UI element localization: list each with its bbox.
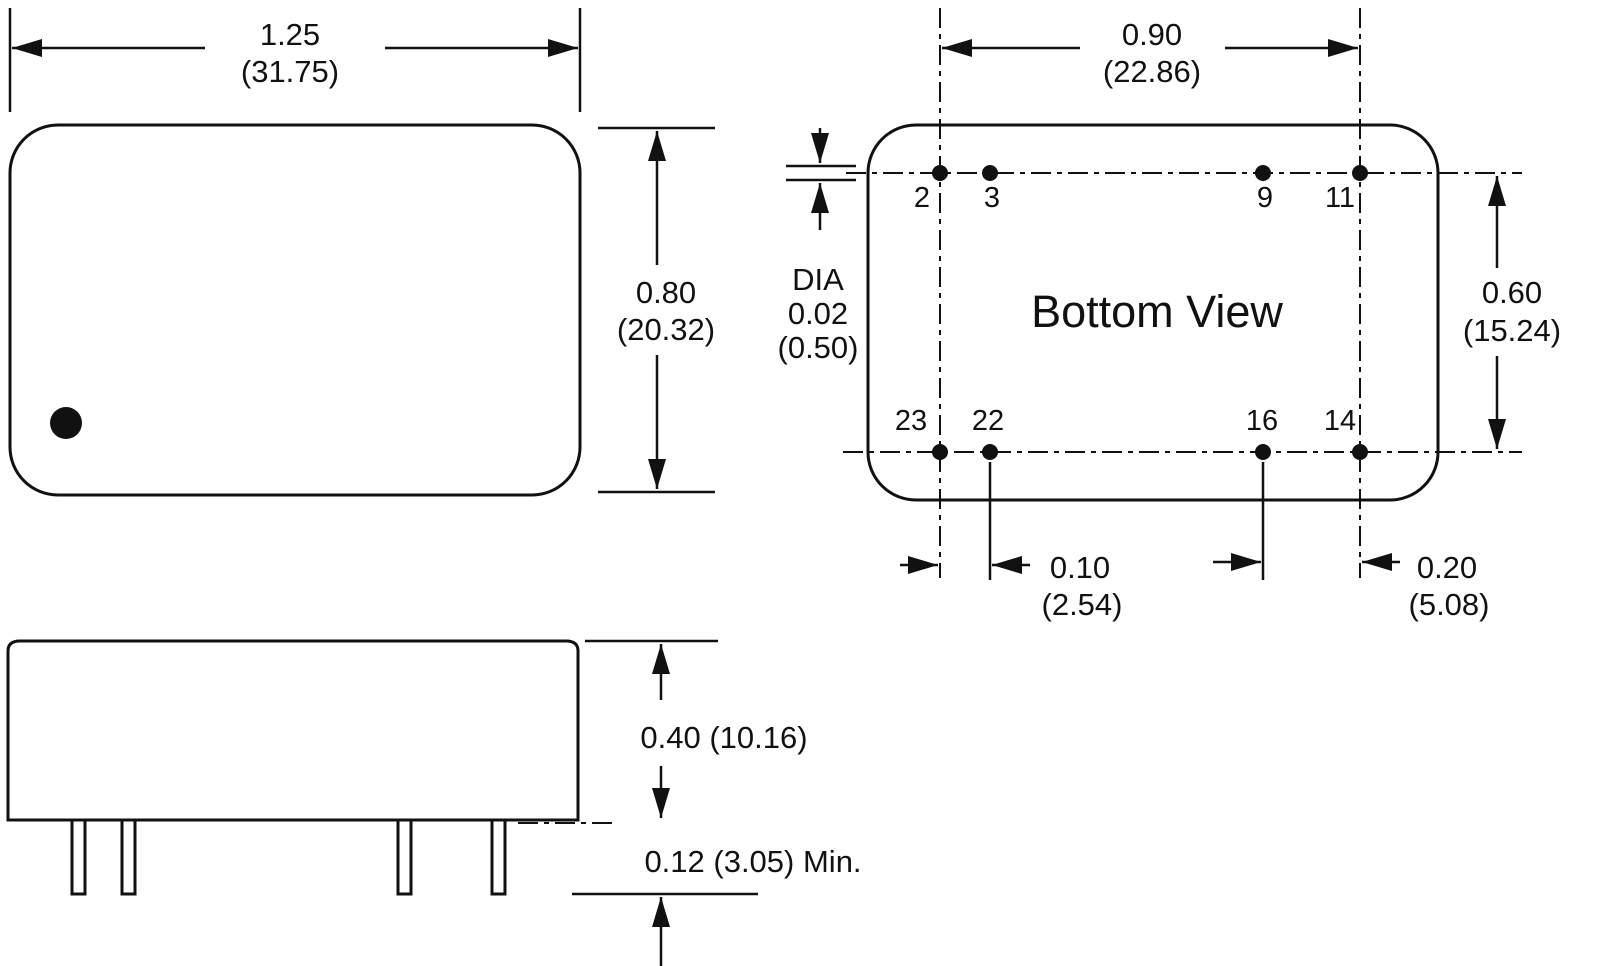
end-pitch-mm: (5.08) [1409,587,1490,622]
pin-dot-3 [982,165,998,181]
pitch-inches: 0.10 [1050,550,1110,585]
top-view-height-dimension: 0.80 (20.32) [598,126,715,494]
pin-dot-9 [1255,165,1271,181]
row-span-inches: 0.60 [1482,275,1542,310]
pin-span-mm: (22.86) [1103,54,1201,89]
end-pitch-inches: 0.20 [1417,550,1477,585]
dia-inches: 0.02 [788,296,848,331]
dia-tick-lines [786,164,856,182]
pin-label-9: 9 [1257,182,1273,214]
bottom-view-title: Bottom View [1031,286,1283,337]
top-height-mm: (20.32) [617,312,715,347]
side-view-outline [6,639,580,822]
height-extension-lines [598,126,715,494]
side-view-pin-length-dimension: 0.12 (3.05) Min. [572,844,862,966]
top-view: 1.25 (31.75) 0.80 (20.32) [8,8,715,497]
dia-mm: (0.50) [778,330,859,365]
side-pin-2 [120,818,137,896]
top-view-outline [8,123,582,497]
pin-label-23: 23 [895,405,927,437]
top-width-inches: 1.25 [260,17,320,52]
pin-label-11: 11 [1325,182,1355,214]
pin-dot-22 [982,444,998,460]
bottom-view-row-span-dimension: 0.60 (15.24) [1463,176,1561,449]
pin-dot-2 [932,165,948,181]
side-view: 0.40 (10.16) 0.12 (3.05) Min. [6,639,862,966]
pin-dot-14 [1352,444,1368,460]
end-pitch-dimension: 0.20 (5.08) [1213,462,1489,622]
pin-diameter-dimension: DIA 0.02 (0.50) [778,128,859,365]
pin-labels: 2 3 9 11 23 22 16 14 [895,182,1356,437]
dia-label: DIA [792,262,844,297]
bottom-view-pin-span-dimension: 0.90 (22.86) [942,17,1358,89]
pin1-indicator-dot [50,407,82,439]
top-width-mm: (31.75) [241,54,339,89]
side-pin-4 [490,818,507,896]
pin-span-inches: 0.90 [1122,17,1182,52]
top-view-width-dimension: 1.25 (31.75) [8,8,582,112]
side-pin-3 [396,818,413,896]
pin-label-14: 14 [1324,405,1356,437]
row-span-mm: (15.24) [1463,313,1561,348]
top-height-inches: 0.80 [636,275,696,310]
pin-dot-11 [1352,165,1368,181]
width-extension-lines [8,8,582,112]
pin-dots [932,165,1368,460]
side-pin-length-label: 0.12 (3.05) Min. [644,844,861,879]
pin-label-2: 2 [914,182,930,214]
bottom-view-outline [866,123,1440,502]
pin-label-22: 22 [972,405,1004,437]
pin-label-3: 3 [984,182,1000,214]
pin-dot-16 [1255,444,1271,460]
pin-pitch-dimension: 0.10 (2.54) [900,462,1122,622]
pin-dot-23 [932,444,948,460]
side-view-body-height-dimension: 0.40 (10.16) [585,639,808,818]
pin-label-16: 16 [1246,405,1278,437]
side-body-height-label: 0.40 (10.16) [640,720,807,755]
bottom-view: Bottom View 2 3 9 11 23 22 16 14 [778,8,1561,622]
pitch-mm: (2.54) [1042,587,1123,622]
side-pin-1 [70,818,87,896]
